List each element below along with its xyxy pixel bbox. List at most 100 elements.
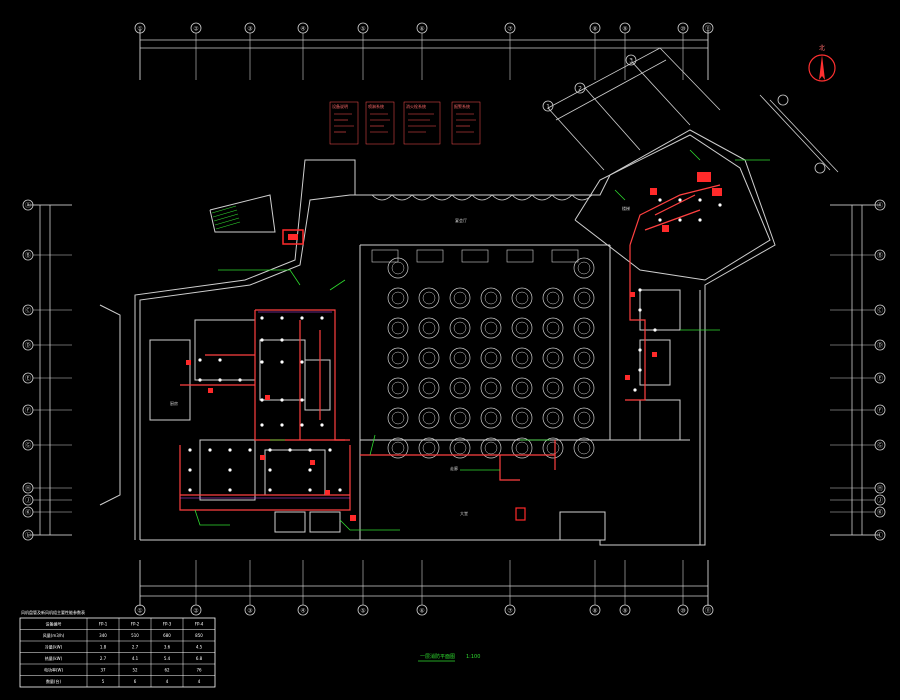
axis-label: Ⓑ (877, 252, 883, 260)
sprinkler-head-icon (238, 378, 242, 382)
sprinkler-head-icon (268, 468, 272, 472)
drawing-scale: 1:100 (466, 654, 480, 660)
table-cell: 4.1 (132, 656, 139, 661)
sprinkler-head-icon (198, 378, 202, 382)
table-cell: FP-4 (195, 621, 204, 626)
leader-lines (194, 149, 770, 531)
axis-bubble: Ⓚ (830, 506, 886, 518)
axis-bubble: Ⓑ (830, 249, 886, 261)
angled-axis-bubble-3: 3 (625, 54, 637, 66)
axis-label: Ⓒ (877, 307, 883, 315)
sprinkler-head-icon (268, 448, 272, 452)
axis-bubble: ③ (244, 22, 256, 80)
table-cell: FP-2 (131, 621, 140, 626)
sprinkler-head-icon (228, 448, 232, 452)
axis-label: ⑩ (680, 26, 685, 33)
round-table (542, 407, 564, 429)
round-table (449, 407, 471, 429)
sprinkler-head-icon (260, 338, 264, 342)
sprinkler-head-icon (280, 423, 284, 427)
round-table (449, 377, 471, 399)
table-cell: 4 (198, 679, 201, 684)
axis-bubble: ④ (297, 560, 309, 616)
sprinkler-head-icon (260, 360, 264, 364)
axis-label: Ⓛ (25, 532, 31, 540)
stage-fixture (461, 249, 489, 263)
axis-bubble: ③ (244, 560, 256, 616)
axis-bubble: ① (134, 560, 146, 616)
round-table (542, 437, 564, 459)
table-cell: 设备编号 (46, 620, 62, 626)
round-table (418, 437, 440, 459)
axis-label: Ⓖ (877, 442, 883, 450)
round-table (511, 437, 533, 459)
round-table (511, 317, 533, 339)
bottom-dimension-chain (139, 560, 709, 606)
table-cell: 510 (131, 633, 139, 638)
axis-bubble: Ⓖ (22, 439, 72, 451)
left-dimension-chain (28, 204, 72, 536)
axis-bubble: Ⓔ (830, 372, 886, 384)
sprinkler-heads (188, 198, 722, 492)
fire-equipment (186, 172, 722, 521)
table-cell: FP-3 (163, 621, 172, 626)
sprinkler-head-icon (658, 198, 662, 202)
stage-fixture (416, 249, 444, 263)
round-table (573, 287, 595, 309)
round-table (480, 407, 502, 429)
building-outline (99, 129, 776, 546)
axis-bubble: ① (134, 22, 146, 80)
axis-label: Ⓗ (877, 485, 883, 493)
table-cell: 37 (100, 667, 106, 672)
axis-bubble: ④ (297, 22, 309, 80)
round-table (387, 347, 409, 369)
table-cell: 2.7 (132, 644, 139, 649)
round-table (480, 377, 502, 399)
round-table (418, 347, 440, 369)
axis-label: Ⓓ (25, 342, 31, 350)
axis-label: Ⓐ (877, 202, 883, 210)
room-label-kitchen: 厨房 (170, 400, 178, 406)
axis-bubble: Ⓒ (830, 304, 886, 316)
axis-label: ⑧ (592, 26, 597, 33)
sprinkler-head-icon (300, 316, 304, 320)
axis-label: Ⓐ (25, 202, 31, 210)
axis-bubble: Ⓗ (830, 482, 886, 494)
north-arrow-icon: 北 (808, 44, 836, 82)
round-table (387, 317, 409, 339)
round-table (511, 347, 533, 369)
round-table (449, 437, 471, 459)
sprinkler-head-icon (300, 398, 304, 402)
axis-bubble: ⑤ (357, 560, 369, 616)
table-cell: 4 (166, 679, 169, 684)
legend-note-2: 喷淋系统 (368, 103, 384, 109)
axis-label: Ⓙ (877, 497, 883, 505)
sprinkler-head-icon (678, 218, 682, 222)
sprinkler-head-icon (280, 360, 284, 364)
top-dimension-chain (139, 30, 709, 80)
axis-label: ④ (300, 26, 305, 33)
table-cell: 680 (163, 633, 171, 638)
axis-label: ③ (247, 26, 252, 33)
axis-label: Ⓖ (25, 442, 31, 450)
axis-label: Ⓔ (877, 375, 883, 383)
axis-label: 2 (578, 86, 582, 93)
axis-label: Ⓛ (877, 532, 883, 540)
legend-note-4: 报警系统 (454, 103, 470, 109)
axis-label: Ⓙ (25, 497, 31, 505)
axis-label: ⑤ (360, 608, 365, 615)
axis-label: Ⓗ (25, 485, 31, 493)
table-cell: 6 (134, 679, 137, 684)
axis-bubble: ⑪ (702, 560, 714, 616)
axis-label: Ⓔ (25, 375, 31, 383)
sprinkler-head-icon (653, 328, 657, 332)
round-table (511, 407, 533, 429)
sprinkler-head-icon (308, 448, 312, 452)
sprinkler-head-icon (300, 423, 304, 427)
sprinkler-head-icon (633, 388, 637, 392)
axis-bubble: Ⓙ (830, 494, 886, 506)
sprinkler-head-icon (280, 398, 284, 402)
round-table (480, 317, 502, 339)
axis-bubble: ② (190, 560, 202, 616)
